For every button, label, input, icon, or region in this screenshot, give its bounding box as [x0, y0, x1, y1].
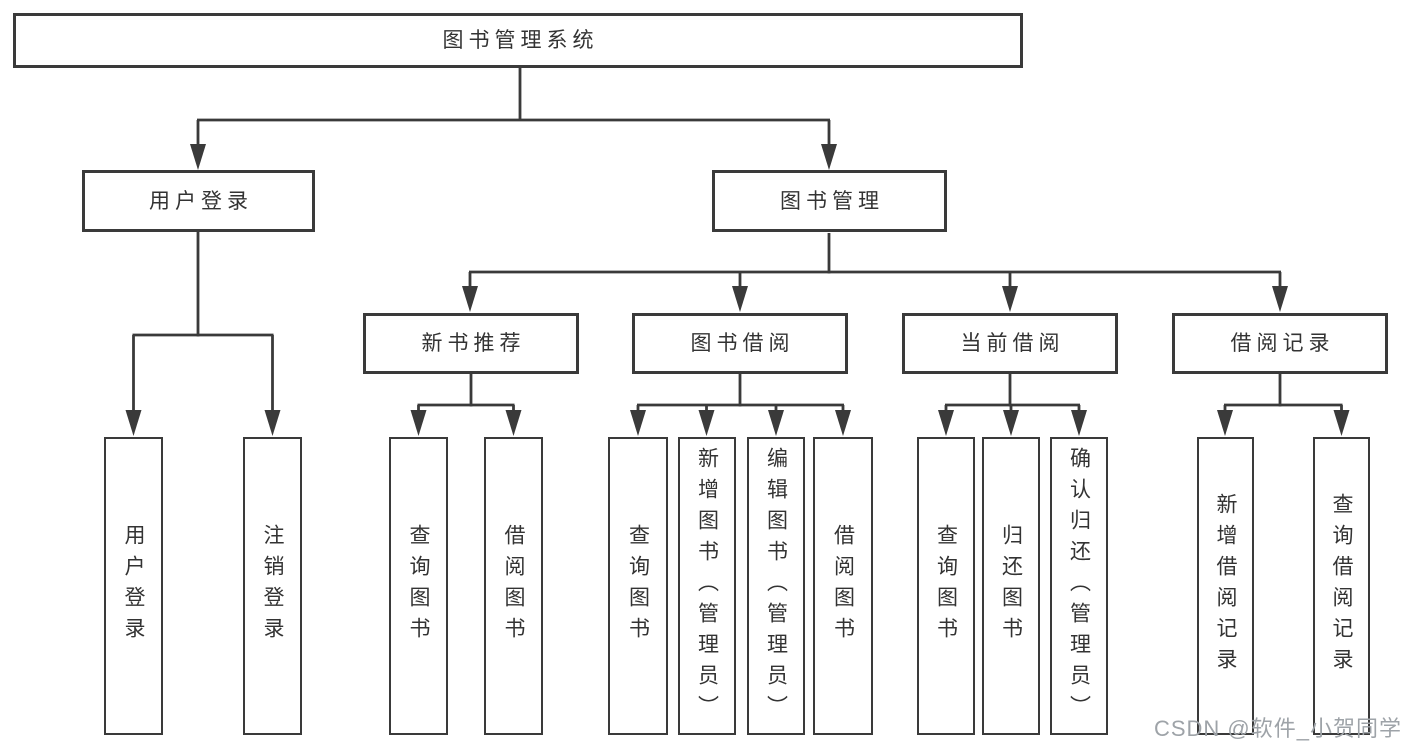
leaf-add-books-admin: 新增图书（管理员）	[678, 437, 736, 735]
node-borrowing-records: 借阅记录	[1172, 313, 1388, 374]
leaf-label: 借阅图书	[831, 524, 855, 648]
leaf-label: 借阅图书	[502, 524, 525, 648]
node-user-login-branch: 用户登录	[82, 170, 315, 232]
leaf-add-borrow-record: 新增借阅记录	[1197, 437, 1254, 735]
leaf-label: 查询图书	[626, 524, 650, 648]
leaf-label: 查询图书	[407, 524, 430, 648]
node-label: 新书推荐	[421, 332, 526, 355]
node-label: 图书管理	[780, 189, 884, 213]
leaf-label: 查询图书	[934, 524, 958, 648]
leaf-label: 注销登录	[261, 524, 284, 648]
leaf-query-books-current: 查询图书	[917, 437, 975, 735]
arrowhead-icons	[125, 144, 1350, 436]
leaf-label: 确认归还（管理员）	[1067, 446, 1091, 726]
leaf-return-books: 归还图书	[982, 437, 1040, 735]
leaf-query-books-recommend: 查询图书	[389, 437, 448, 735]
leaf-label: 用户登录	[122, 524, 145, 648]
node-book-management: 图书管理	[712, 170, 947, 232]
leaf-label: 新增借阅记录	[1214, 493, 1237, 679]
leaf-logout: 注销登录	[243, 437, 302, 735]
node-label: 图书管理系统	[442, 29, 599, 52]
leaf-borrow-books-recommend: 借阅图书	[484, 437, 543, 735]
leaf-user-login: 用户登录	[104, 437, 163, 735]
watermark-csdn: CSDN @软件_小贺同学	[1153, 716, 1402, 741]
leaf-label: 编辑图书（管理员）	[764, 446, 788, 726]
node-label: 借阅记录	[1230, 332, 1335, 355]
leaf-borrow-books-borrowing: 借阅图书	[813, 437, 873, 735]
leaf-confirm-return-admin: 确认归还（管理员）	[1050, 437, 1108, 735]
leaf-label: 查询借阅记录	[1330, 493, 1353, 679]
node-current-borrowing: 当前借阅	[902, 313, 1118, 374]
leaf-label: 归还图书	[999, 524, 1023, 648]
leaf-edit-books-admin: 编辑图书（管理员）	[747, 437, 805, 735]
node-label: 图书借阅	[690, 332, 795, 355]
leaf-query-borrow-record: 查询借阅记录	[1313, 437, 1370, 735]
node-label: 当前借阅	[960, 332, 1065, 355]
node-library-management-system: 图书管理系统	[13, 13, 1023, 68]
node-book-borrowing: 图书借阅	[632, 313, 848, 374]
node-label: 用户登录	[149, 189, 253, 213]
leaf-query-books-borrowing: 查询图书	[608, 437, 668, 735]
leaf-label: 新增图书（管理员）	[695, 446, 719, 726]
node-new-book-recommendation: 新书推荐	[363, 313, 579, 374]
